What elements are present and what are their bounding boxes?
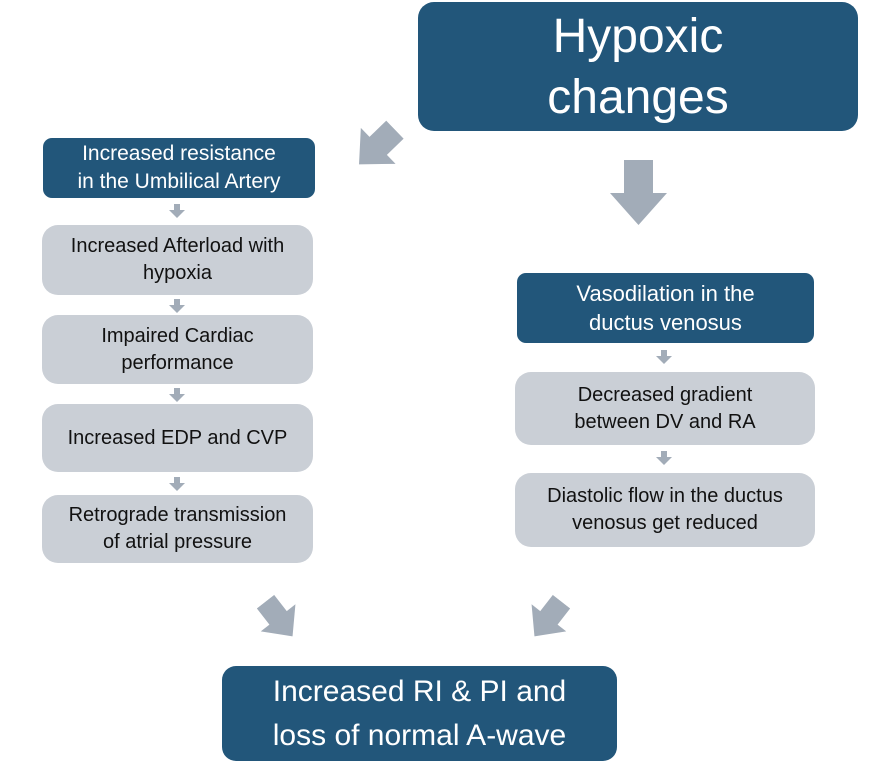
- down-arrow-icon: [169, 204, 185, 218]
- down-arrow-icon: [169, 388, 185, 402]
- node-increased-ri-pi-label: Increased RI & PI and loss of normal A-w…: [272, 674, 567, 752]
- node-increased-afterload-label: Increased Afterload with hypoxia: [70, 235, 285, 284]
- arrow-right-branch-to-outcome-icon: [531, 594, 571, 637]
- node-increased-resistance-umbilical-artery: Increased resistance in the Umbilical Ar…: [43, 138, 315, 198]
- node-increased-ri-pi-outcome: Increased RI & PI and loss of normal A-w…: [222, 666, 617, 761]
- node-increased-resistance-label: Increased resistance in the Umbilical Ar…: [77, 142, 281, 193]
- node-hypoxic-changes: Hypoxic changes: [418, 2, 858, 131]
- node-retrograde-transmission: Retrograde transmission of atrial pressu…: [42, 495, 313, 563]
- node-vasodilation-label: Vasodilation in the ductus venosus: [576, 281, 755, 335]
- down-arrow-icon: [656, 451, 672, 465]
- node-diastolic-flow-reduced: Diastolic flow in the ductus venosus get…: [515, 473, 815, 547]
- node-vasodilation-ductus-venosus: Vasodilation in the ductus venosus: [517, 273, 814, 343]
- node-increased-edp-cvp-label: Increased EDP and CVP: [67, 426, 288, 449]
- node-increased-afterload: Increased Afterload with hypoxia: [42, 225, 313, 295]
- node-impaired-cardiac-performance: Impaired Cardiac performance: [42, 315, 313, 384]
- arrow-root-to-left-branch-icon: [359, 120, 404, 165]
- node-hypoxic-changes-label: Hypoxic changes: [547, 9, 729, 124]
- down-arrow-icon: [656, 350, 672, 364]
- node-impaired-cardiac-performance-label: Impaired Cardiac performance: [101, 324, 254, 374]
- down-arrow-icon: [169, 477, 185, 491]
- arrow-left-branch-to-outcome-icon: [256, 594, 296, 637]
- down-arrow-icon: [169, 299, 185, 313]
- node-decreased-gradient-dv-ra: Decreased gradient between DV and RA: [515, 372, 815, 445]
- arrow-root-to-right-branch-icon: [610, 160, 667, 225]
- node-decreased-gradient-label: Decreased gradient between DV and RA: [574, 383, 756, 433]
- node-diastolic-flow-label: Diastolic flow in the ductus venosus get…: [547, 485, 783, 534]
- node-retrograde-transmission-label: Retrograde transmission of atrial pressu…: [68, 504, 287, 553]
- node-increased-edp-cvp: Increased EDP and CVP: [42, 404, 313, 472]
